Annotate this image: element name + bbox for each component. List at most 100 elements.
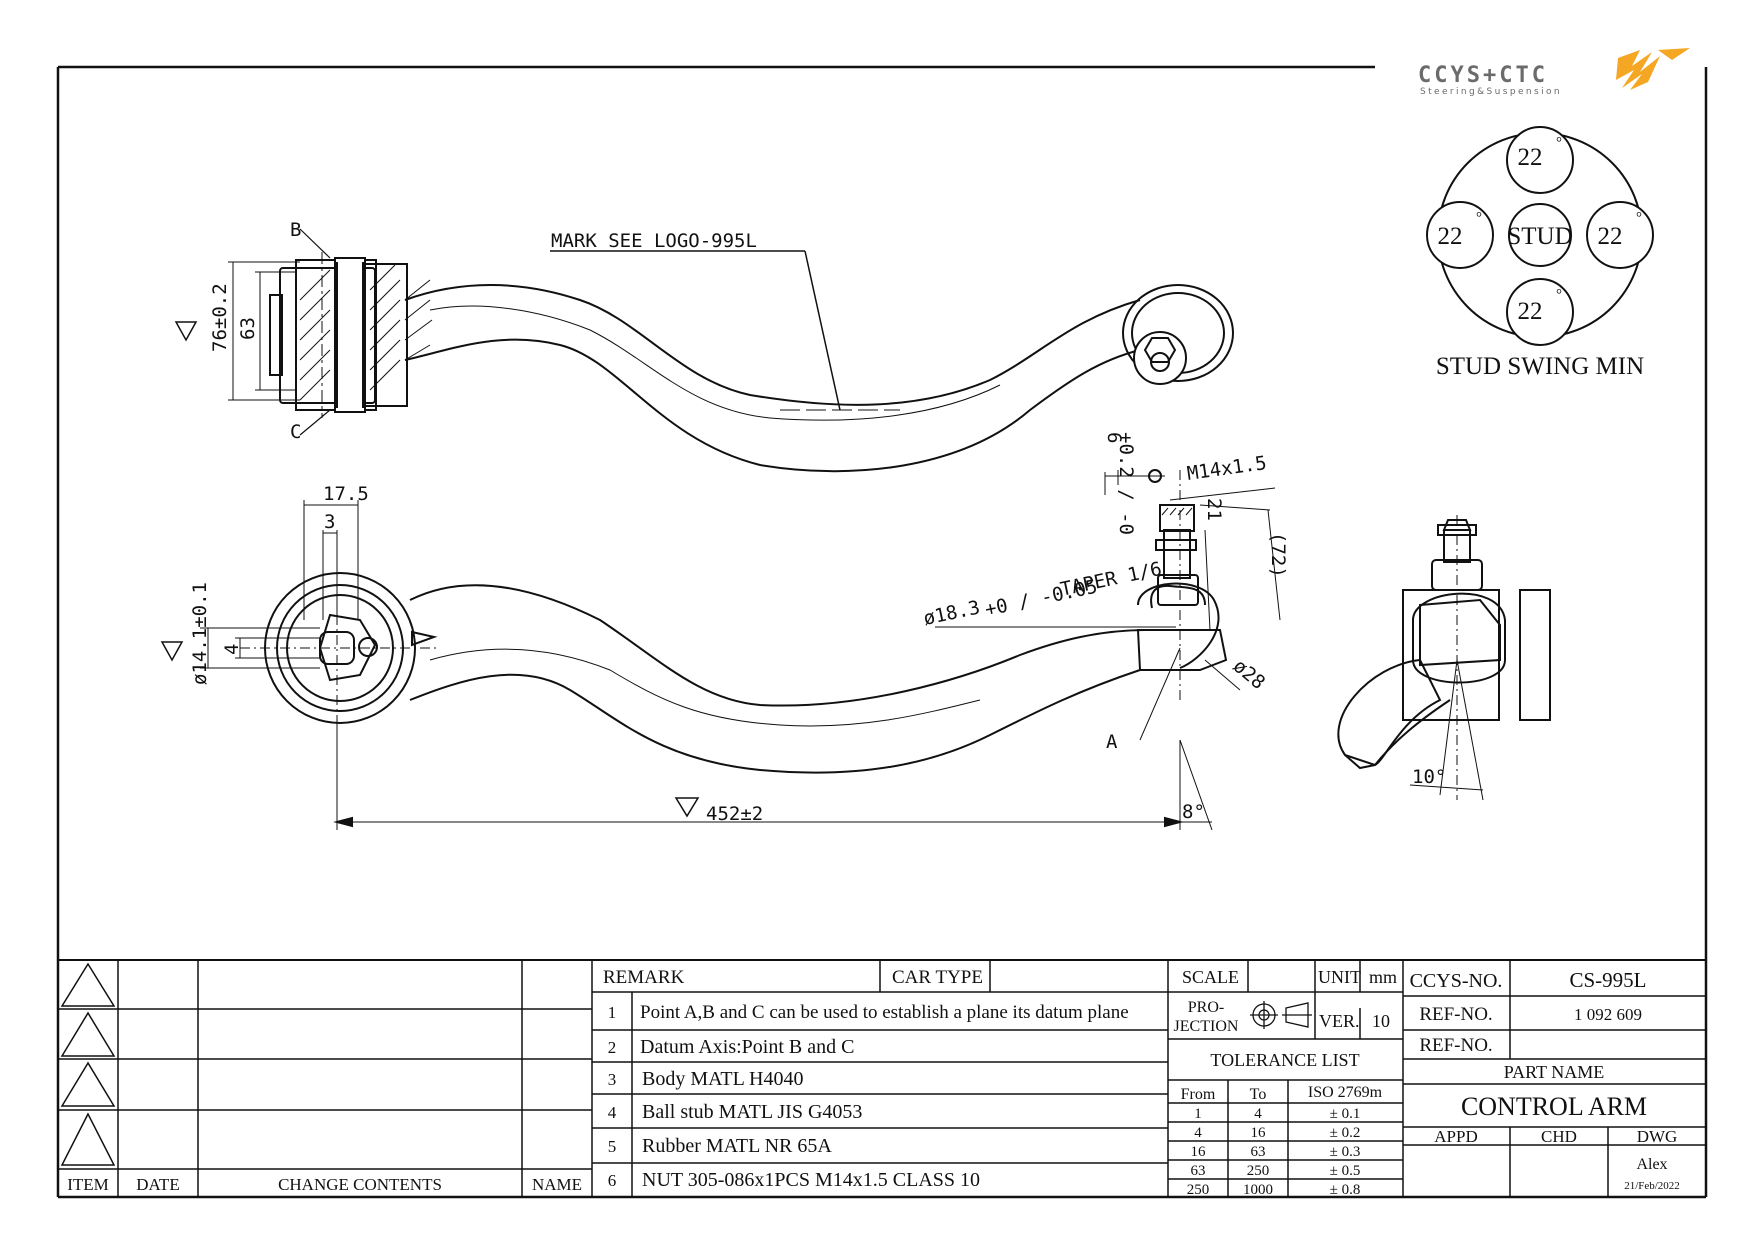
dim-6: 6 [1103,432,1125,443]
remark-text-4: Ball stub MATL JIS G4053 [642,1101,862,1123]
dim-m14: M14x1.5 [1186,452,1268,485]
tolerance-row-4-from: 63 [1191,1163,1206,1179]
projection-label-2: JECTION [1174,1018,1239,1035]
stud-label: STUD [1507,223,1572,250]
degree-mark-right: ° [1636,210,1642,226]
tolerance-row-1-iso: ± 0.1 [1330,1106,1361,1122]
ver-value: 10 [1372,1011,1390,1031]
mark-note: MARK SEE LOGO-995L [551,230,757,252]
point-b-label: B [290,219,301,241]
tolerance-row-2-from: 4 [1194,1125,1202,1141]
tolerance-row-5-from: 250 [1187,1182,1210,1198]
change-block [58,960,593,1197]
dim-6-tolerance: +0.2 / -0 [1115,432,1137,535]
header-date: DATE [136,1175,179,1194]
tolerance-row-5-to: 1000 [1243,1182,1273,1198]
first-angle-projection-icon [1250,1001,1312,1029]
unit-value: mm [1369,967,1397,987]
point-a-label: A [1106,731,1118,753]
iso-view: 10° [1337,515,1551,801]
swing-right-value: 22 [1598,223,1623,250]
dim-76: 76±0.2 [209,283,231,352]
part-name-label: PART NAME [1504,1062,1604,1082]
logo-brand: CCYS+CTC [1418,63,1548,88]
dim-21: 21 [1203,498,1225,521]
side-view [160,469,1281,831]
stud-swing-diagram: STUD 22 22 22 22 ° ° ° ° STUD SWING MIN [1426,126,1654,380]
remark-no-4: 4 [608,1103,617,1122]
taper-callout: ø18.3 +0 / -0.05 TAPER 1/6 [921,558,1163,630]
swing-bottom-value: 22 [1518,298,1543,325]
ccys-ctc-logo-icon [1616,48,1690,90]
ver-label: VER. [1319,1011,1360,1031]
tolerance-title: TOLERANCE LIST [1210,1050,1359,1070]
dim-452: 452±2 [706,803,763,825]
projection-label-1: PRO- [1188,999,1224,1016]
swing-top-value: 22 [1518,144,1543,171]
unit-label: UNIT [1318,967,1361,987]
car-type-label: CAR TYPE [892,967,983,988]
tolerance-header-from: From [1181,1086,1216,1103]
point-c-label: C [290,421,301,443]
scale-block [1168,960,1404,1197]
degree-mark-bottom: ° [1556,287,1562,303]
stud-swing-caption: STUD SWING MIN [1436,353,1644,380]
top-view [174,228,1234,473]
ref-no-label-2: REF-NO. [1419,1035,1492,1056]
remark-no-5: 5 [608,1137,617,1156]
chd-label: CHD [1541,1127,1577,1146]
top-view-labels: MARK SEE LOGO-995L B C 76±0.2 63 [209,219,757,443]
dim-63: 63 [237,317,259,340]
ref-no-value: 1 092 609 [1574,1005,1642,1024]
side-view-labels: 17.5 3 4 ø14.1±0.1 452±2 8° 6 +0.2 / -0 … [189,432,1289,825]
swing-left-circle [1426,201,1494,269]
remark-text-1: Point A,B and C can be used to establish… [640,1002,1129,1023]
dim-4: 4 [221,644,243,655]
company-logo: CCYS+CTC Steering&Suspension [1418,48,1690,97]
tolerance-header-iso: ISO 2769m [1308,1084,1383,1101]
remark-text-5: Rubber MATL NR 65A [642,1135,832,1157]
change-block-headers: ITEM DATE CHANGE CONTENTS NAME [67,1175,582,1194]
scale-label: SCALE [1182,967,1239,987]
remark-no-3: 3 [608,1070,617,1089]
dim-28: ø28 [1229,655,1269,694]
dim-17-5: 17.5 [323,483,369,505]
tolerance-row-2-to: 16 [1251,1125,1267,1141]
remark-text-2: Datum Axis:Point B and C [640,1036,854,1058]
header-change-contents: CHANGE CONTENTS [278,1175,442,1194]
tolerance-row-4-to: 250 [1247,1163,1270,1179]
degree-mark-left: ° [1476,210,1482,226]
dim-3: 3 [324,511,335,533]
remark-no-2: 2 [608,1038,617,1057]
remark-text: REMARK CAR TYPE 1 Point A,B and C can be… [603,967,1129,1191]
tolerance-header-to: To [1250,1086,1267,1103]
dim-taper: ø18.3 [921,596,982,629]
ccys-no-value: CS-995L [1569,968,1646,992]
tolerance-row-3-from: 16 [1191,1144,1207,1160]
ref-no-label: REF-NO. [1419,1004,1492,1025]
tolerance-row-3-to: 63 [1251,1144,1266,1160]
dim-72: (72) [1267,532,1289,578]
header-item: ITEM [67,1175,109,1194]
drawing-frame [56,65,1708,1199]
swing-top-circle [1506,126,1574,194]
scale-text: SCALE UNIT mm PRO- JECTION VER. 10 TOLER… [1174,967,1397,1198]
dwg-name: Alex [1636,1156,1667,1173]
degree-mark-top: ° [1556,135,1562,151]
remark-no-1: 1 [608,1003,617,1022]
swing-left-value: 22 [1438,223,1463,250]
dim-8deg: 8° [1182,801,1205,823]
dwg-label: DWG [1637,1127,1678,1146]
dwg-date: 21/Feb/2022 [1624,1180,1680,1192]
title-block [1403,960,1706,1197]
remark-title: REMARK [603,967,685,988]
tolerance-row-5-iso: ± 0.8 [1330,1182,1361,1198]
remark-block [592,960,1169,1197]
part-name-value: CONTROL ARM [1461,1092,1647,1121]
title-block-text: CCYS-NO. CS-995L REF-NO. 1 092 609 REF-N… [1410,968,1680,1192]
appd-label: APPD [1434,1127,1477,1146]
dim-taper-ratio: TAPER 1/6 [1058,558,1163,601]
tolerance-row-1-from: 1 [1194,1106,1202,1122]
remark-text-3: Body MATL H4040 [642,1068,803,1090]
